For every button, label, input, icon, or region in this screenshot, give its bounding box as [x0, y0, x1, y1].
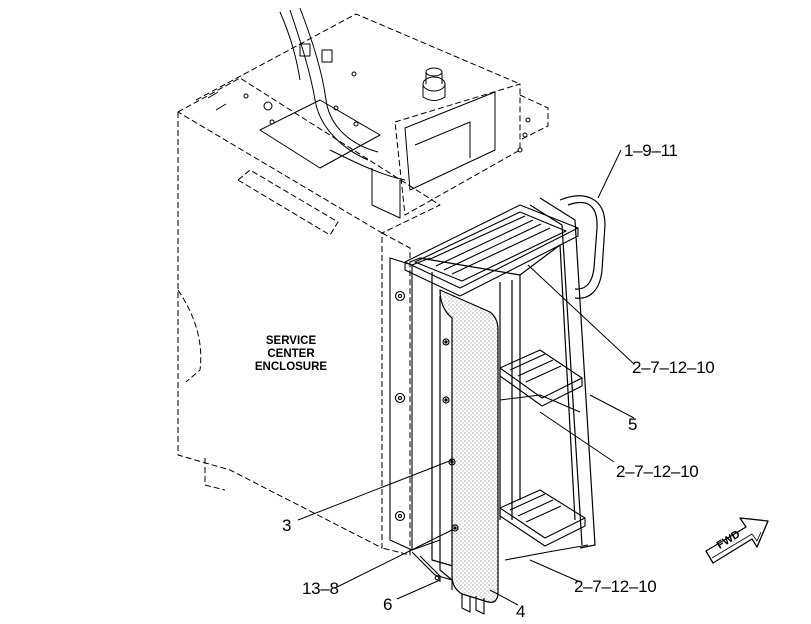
callout-4: 4	[516, 602, 526, 621]
ladder-rails	[409, 197, 596, 569]
top-step	[404, 204, 579, 297]
callout-2-7-12-10-top: 2–7–12–10	[632, 358, 715, 377]
handrail	[559, 195, 606, 299]
enclosure-top-details	[207, 7, 531, 219]
callout-2-7-12-10-bot: 2–7–12–10	[574, 577, 657, 596]
bottom-step	[499, 489, 589, 561]
callout-2-7-12-10-mid: 2–7–12–10	[616, 462, 699, 481]
service-center-enclosure	[177, 13, 549, 556]
leader-lines	[297, 149, 635, 606]
callout-6: 6	[383, 595, 393, 614]
fwd-arrow-icon	[705, 517, 769, 564]
enclosure-label: SERVICE CENTER ENCLOSURE	[238, 335, 344, 374]
callout-5: 5	[628, 415, 638, 434]
callout-1-9-11: 1–9–11	[624, 141, 678, 160]
enclosure-label-line-3: ENCLOSURE	[254, 361, 328, 373]
middle-step	[499, 349, 583, 413]
enclosure-label-line-2: CENTER	[267, 348, 315, 360]
callout-13-8: 13–8	[302, 579, 339, 598]
enclosure-label-line-1: SERVICE	[265, 335, 317, 347]
front-cover-panel	[439, 289, 499, 603]
callout-3: 3	[282, 516, 292, 535]
